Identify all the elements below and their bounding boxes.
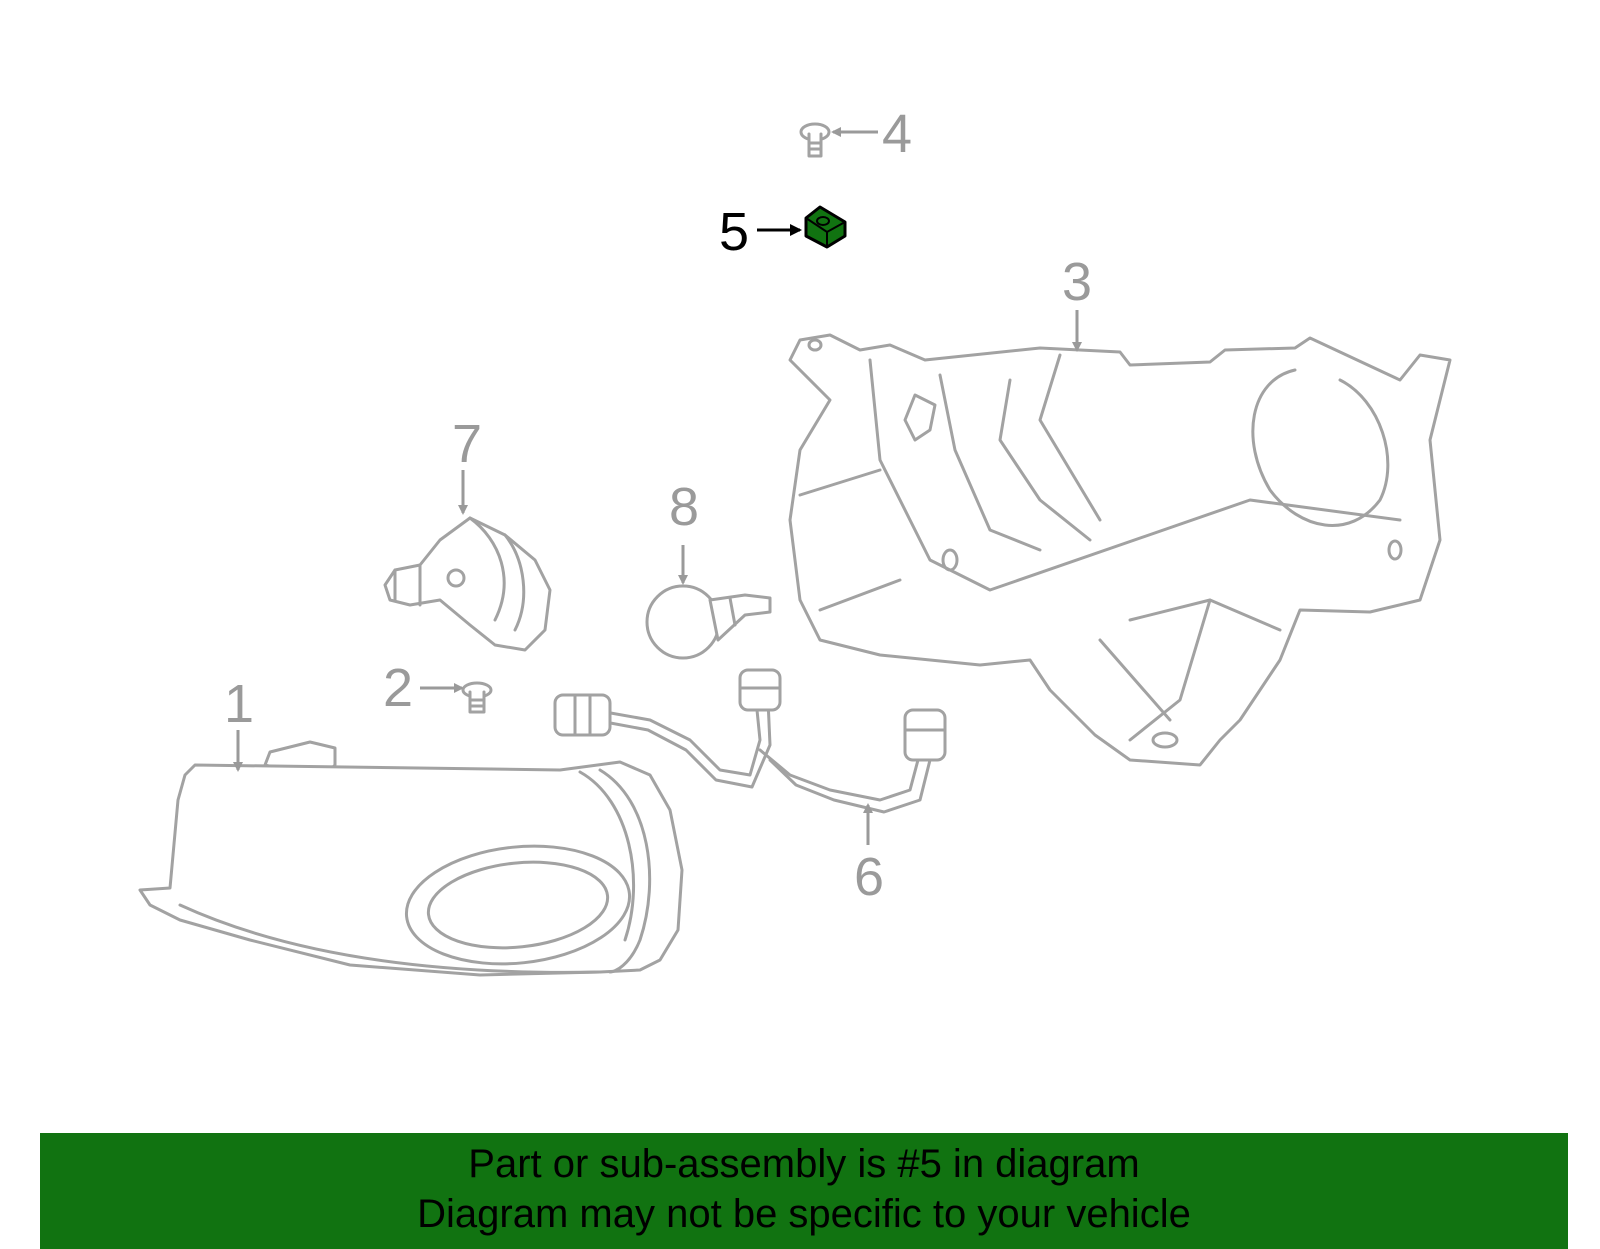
- part-7-bulb: [383, 516, 552, 652]
- part-3-housing: [788, 333, 1452, 767]
- callout-3: 3: [1062, 252, 1092, 312]
- part-2-screw: [461, 681, 493, 714]
- part-5-clip-nut: [804, 205, 847, 249]
- callout-1: 1: [224, 674, 254, 734]
- banner-line-2: Diagram may not be specific to your vehi…: [417, 1192, 1191, 1236]
- part-4-screw: [799, 122, 831, 158]
- parts-diagram: 1 2 3 4 5 6 7 8: [138, 104, 1452, 977]
- part-6-harness: [553, 668, 947, 814]
- info-banner: Part or sub-assembly is #5 in diagram Di…: [40, 1133, 1568, 1249]
- callout-4: 4: [882, 104, 912, 164]
- callout-8: 8: [669, 477, 699, 537]
- banner-line-1: Part or sub-assembly is #5 in diagram: [468, 1142, 1140, 1186]
- part-1-lens: [138, 740, 684, 977]
- callout-6: 6: [854, 847, 884, 907]
- callout-7: 7: [452, 414, 482, 474]
- callout-2: 2: [383, 658, 413, 718]
- part-8-bulb: [645, 584, 772, 660]
- callout-5: 5: [719, 202, 749, 262]
